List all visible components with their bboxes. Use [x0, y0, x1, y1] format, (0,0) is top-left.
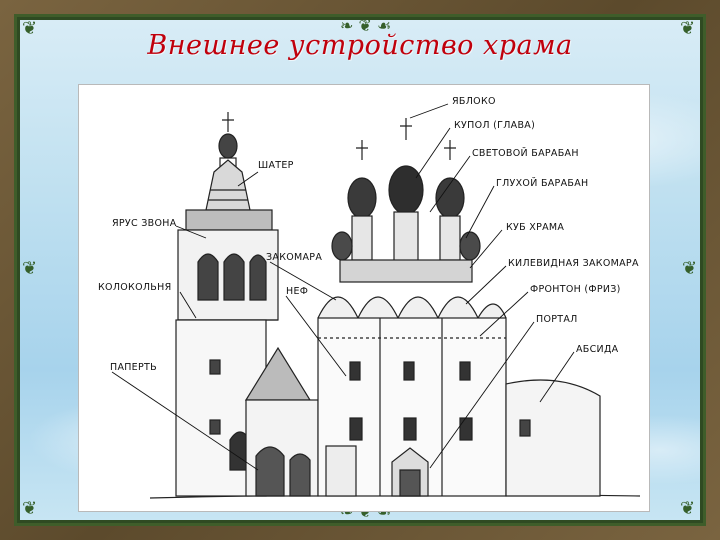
- leader-gluhoy-baraban: [465, 185, 495, 239]
- label-kupol: КУПОЛ (ГЛАВА): [454, 120, 535, 131]
- label-fronton: ФРОНТОН (ФРИЗ): [530, 284, 621, 295]
- leader-fronton: [479, 291, 529, 337]
- leader-shater: [237, 171, 259, 187]
- label-yarus-zvona: ЯРУС ЗВОНА: [112, 218, 177, 229]
- label-zakomara: ЗАКОМАРА: [266, 252, 322, 263]
- leader-kupol: [415, 127, 451, 179]
- leader-yarus-zvona: [175, 225, 207, 239]
- label-paperte: ПАПЕРТЬ: [110, 362, 157, 373]
- label-yabloko: ЯБЛОКО: [452, 96, 496, 107]
- label-absida: АБСИДА: [576, 344, 619, 355]
- label-portal: ПОРТАЛ: [536, 314, 578, 325]
- label-kolokolnya: КОЛОКОЛЬНЯ: [98, 282, 171, 293]
- corner-ornament-icon: ❦: [680, 18, 696, 39]
- side-ornament-icon: ❦: [22, 258, 38, 279]
- label-gluhoy-baraban: ГЛУХОЙ БАРАБАН: [496, 177, 588, 189]
- leader-kilevidnaya-zakomara: [465, 265, 507, 305]
- label-nef: НЕФ: [286, 286, 308, 297]
- leader-nef: [285, 295, 347, 377]
- leader-yabloko: [409, 103, 449, 119]
- label-shater: ШАТЕР: [258, 160, 294, 171]
- label-svetovoy-baraban: СВЕТОВОЙ БАРАБАН: [472, 147, 579, 159]
- main-church: [317, 118, 601, 497]
- leader-absida: [539, 351, 575, 403]
- corner-ornament-icon: ❦: [22, 498, 38, 519]
- leader-kub-hrama: [469, 229, 503, 269]
- leader-svetovoy-baraban: [429, 155, 471, 213]
- leader-paperte: [111, 371, 259, 471]
- page-title: Внешнее устройство храма: [147, 30, 573, 61]
- leader-zakomara: [269, 261, 337, 301]
- top-ornament-icon: ❧ ❦ ☙: [340, 16, 392, 35]
- label-kub-hrama: КУБ ХРАМА: [506, 222, 564, 233]
- corner-ornament-icon: ❦: [22, 18, 38, 39]
- corner-ornament-icon: ❦: [680, 498, 696, 519]
- leader-portal: [429, 321, 535, 469]
- side-ornament-icon: ❦: [682, 258, 698, 279]
- leader-kolokolnya: [179, 291, 197, 319]
- label-kilevidnaya-zakomara: КИЛЕВИДНАЯ ЗАКОМАРА: [508, 258, 639, 269]
- porch: [244, 346, 319, 497]
